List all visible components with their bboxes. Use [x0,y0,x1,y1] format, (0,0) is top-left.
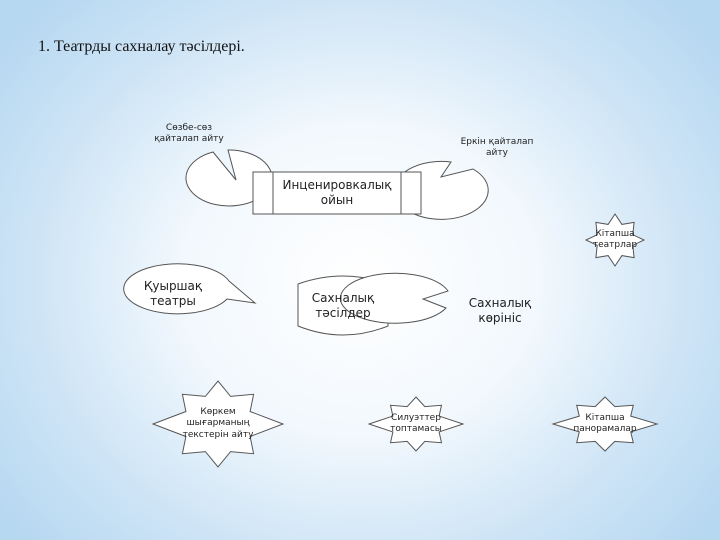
process-box-inscenirovka [252,171,422,215]
label-korkem: Көркем шығарманың текстерін айту [182,407,254,440]
star-kitapsha-panorama [551,396,659,452]
label-kuyrshak: Қуыршақ театры [143,279,203,308]
speech-bubble-kuyrshak [123,263,257,315]
star-korkem [151,380,285,468]
label-siluetter: Силуэттер топтамасы [390,412,442,434]
speech-bubble-sahnalyk-korinis [339,272,449,324]
star-kitapsha-teatr [584,213,646,267]
slide-title: 1. Театрды сахналау тәсілдері. [38,38,245,55]
label-sahnalyk-tasilder: Сахналық тәсілдер [311,291,375,320]
label-sahnalyk-korinis: Сахналық көрініс [468,296,532,325]
label-kitapsha-teatr: Кітапша театрлар [592,228,638,250]
star-siluetter [367,396,465,452]
label-inscenirovka: Инценировкалық ойын [282,178,392,207]
label-kitapsha-panorama: Кітапша панорамалар [573,412,637,434]
speech-bubble-sozbe-soz [185,149,273,207]
label-sozbe-soz: Сөзбе-сөз қайталап айту [154,122,224,144]
label-erkin: Еркін қайталап айту [460,136,534,158]
